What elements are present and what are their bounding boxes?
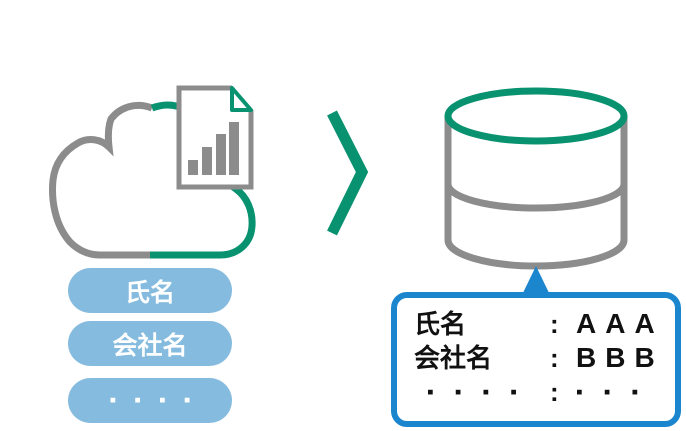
chevron-right-icon: [327, 110, 369, 236]
callout-ellipsis-value: ▪▪▪: [576, 381, 660, 403]
field-pill-company: 会社名: [68, 321, 232, 366]
field-pill-name-label: 氏名: [124, 278, 175, 307]
database-cylinder-icon: [444, 87, 628, 270]
callout-ellipsis-label: ▪▪▪▪: [427, 381, 538, 403]
callout-name-value: AAA: [576, 308, 664, 339]
cylinder-bottom-band: [444, 239, 628, 270]
field-pill-name: 氏名: [68, 268, 232, 313]
callout-pointer-icon: [521, 266, 551, 297]
callout-company-label: 会社名: [414, 343, 493, 373]
document-folded-corner: [230, 86, 253, 112]
record-callout: 氏名 : AAA 会社名 : BBB ▪▪▪▪ : ▪▪▪: [391, 292, 681, 427]
cloud-gray-stroke: [49, 102, 154, 259]
document-bar-chart-icon: [176, 85, 254, 190]
cylinder-top-ellipse: [444, 87, 628, 145]
field-pill-ellipsis-label: ▪▪▪▪: [109, 389, 209, 411]
callout-name-separator: :: [550, 309, 559, 339]
callout-company-value: BBB: [576, 342, 664, 373]
callout-name-label: 氏名: [414, 309, 467, 339]
callout-ellipsis-separator: :: [550, 377, 559, 407]
callout-company-separator: :: [550, 343, 559, 373]
cylinder-middle-band: [444, 183, 628, 212]
callout-row-company: 会社名 : BBB: [414, 341, 675, 375]
callout-row-ellipsis: ▪▪▪▪ : ▪▪▪: [414, 375, 675, 409]
callout-row-name: 氏名 : AAA: [414, 307, 675, 341]
bar-chart-glyph: [188, 122, 239, 175]
field-pill-company-label: 会社名: [112, 331, 188, 360]
field-pill-ellipsis: ▪▪▪▪: [68, 378, 232, 423]
